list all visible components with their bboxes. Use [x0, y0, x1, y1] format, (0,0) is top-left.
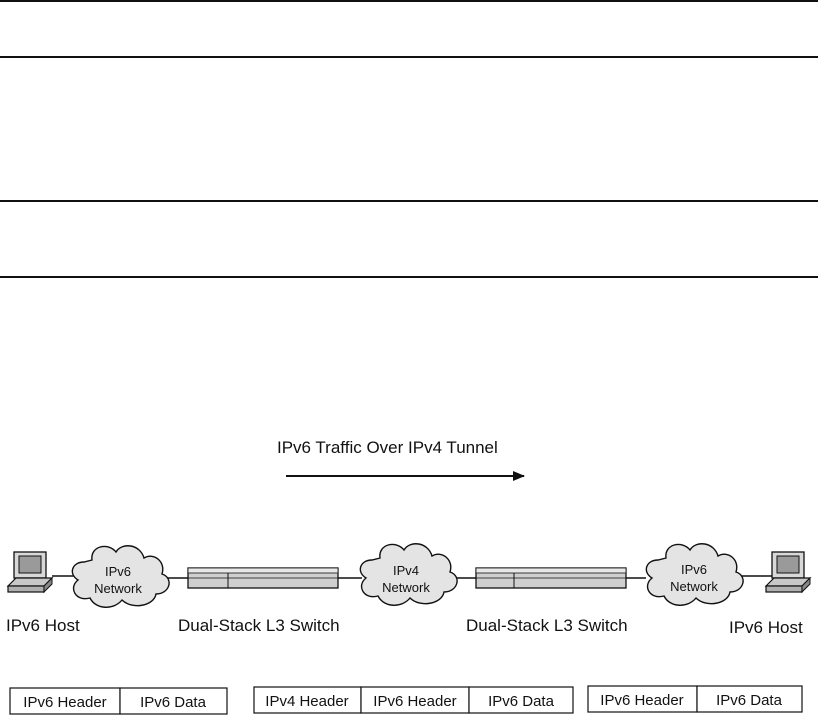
- cloud-icon: [71, 545, 170, 608]
- packet-right-field-0: IPv6 Header: [600, 692, 683, 709]
- switch-icon: [475, 567, 627, 589]
- right-host-label: IPv6 Host: [729, 618, 803, 637]
- packet-right-field-1: IPv6 Data: [716, 692, 783, 709]
- packet-middle-field-0: IPv4 Header: [265, 693, 348, 710]
- table-rule-1: [0, 56, 818, 58]
- packet-middle-field-2: IPv6 Data: [488, 693, 555, 710]
- right-cloud-line1: IPv6: [681, 562, 707, 577]
- packet-right: IPv6 Header IPv6 Data: [587, 685, 803, 713]
- cloud-icon: [645, 543, 744, 606]
- middle-cloud-line2: Network: [382, 580, 430, 595]
- top-rule: [0, 0, 818, 2]
- packet-middle: IPv4 Header IPv6 Header IPv6 Data: [253, 686, 574, 714]
- table-rule-2: [0, 200, 818, 202]
- packet-left: IPv6 Header IPv6 Data: [9, 687, 228, 715]
- left-switch-label: Dual-Stack L3 Switch: [178, 616, 340, 635]
- packet-middle-field-1: IPv6 Header: [373, 693, 456, 710]
- left-cloud-line2: Network: [94, 581, 142, 596]
- computer-icon: [764, 551, 812, 594]
- diagram-title: IPv6 Traffic Over IPv4 Tunnel: [277, 438, 498, 457]
- table-rule-3: [0, 276, 818, 278]
- cloud-icon: [359, 543, 458, 606]
- right-switch-label: Dual-Stack L3 Switch: [466, 616, 628, 635]
- switch-icon: [187, 567, 339, 589]
- packet-left-field-0: IPv6 Header: [23, 694, 106, 711]
- left-host-label: IPv6 Host: [6, 616, 80, 635]
- computer-icon: [6, 551, 54, 594]
- packet-left-field-1: IPv6 Data: [140, 694, 207, 711]
- left-cloud-line1: IPv6: [105, 564, 131, 579]
- middle-cloud-line1: IPv4: [393, 563, 419, 578]
- right-cloud-line2: Network: [670, 579, 718, 594]
